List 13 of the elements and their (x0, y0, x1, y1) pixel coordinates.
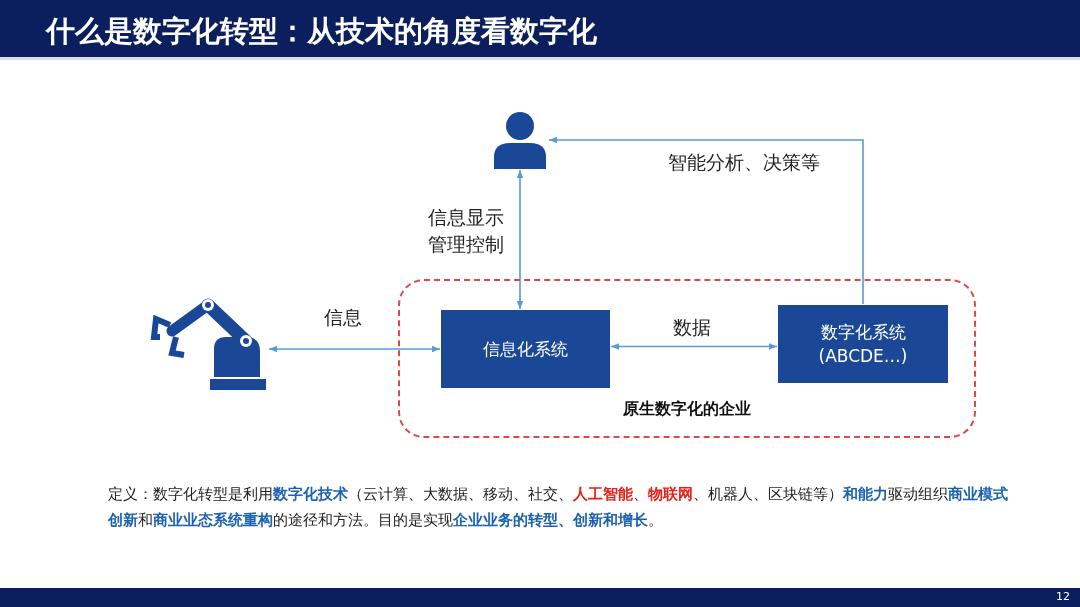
person-icon (492, 111, 548, 169)
arrow (548, 136, 864, 305)
robot-arm-icon (150, 297, 268, 391)
dashed-group-box (398, 279, 976, 438)
page-number: 12 (1056, 590, 1070, 604)
definition-text: 定义：数字化转型是利用数字化技术（云计算、大数据、移动、社交、人工智能、物联网、机器人、区块链等）和能力驱动组织商业模式创新和商业业态系统重构的途径和方法。目的是实现企业业务的转型、创新和增长。 (108, 484, 1009, 531)
system-box: 数字化系统 (ABCDE…) (778, 305, 948, 383)
group-heading: 原生数字化的企业 (623, 399, 751, 418)
arrow (610, 343, 778, 350)
system-box: 信息化系统 (441, 310, 610, 388)
arrow (268, 345, 441, 353)
slide-title: 什么是数字化转型：从技术的角度看数字化 (46, 13, 597, 49)
arrow (516, 169, 524, 310)
